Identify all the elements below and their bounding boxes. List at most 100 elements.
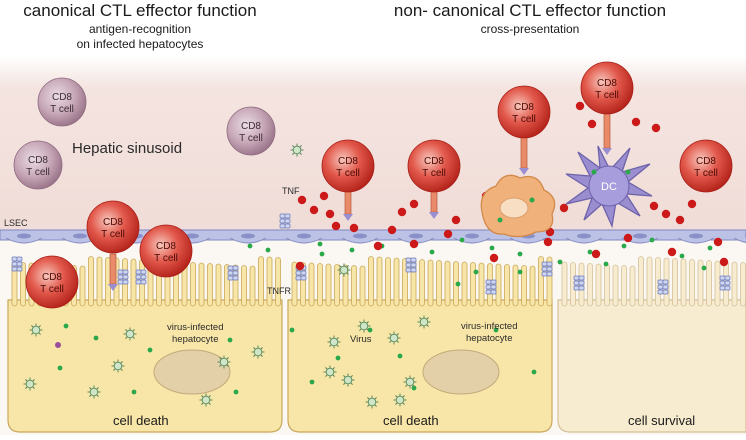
receptor-segment <box>541 266 548 272</box>
microvillus <box>20 262 26 307</box>
tcell-label-line2: T cell <box>154 253 178 264</box>
receptor-segment <box>295 270 302 276</box>
tcell-label-line1: CD8 <box>42 272 62 283</box>
tcell-label-line1: CD8 <box>514 102 534 113</box>
receptor-segment <box>117 269 124 275</box>
green-particle <box>603 261 609 267</box>
tcell-synapse <box>430 189 438 213</box>
tnf-dot <box>443 229 453 239</box>
tcell-body <box>497 85 551 139</box>
microvillus <box>334 264 340 307</box>
microvillus <box>521 265 527 307</box>
tnf-dot <box>349 223 359 233</box>
receptor-segment <box>578 280 585 286</box>
tcell-label-line1: CD8 <box>28 155 48 166</box>
lsec-nucleus <box>633 233 647 239</box>
receptor-segment <box>300 270 307 276</box>
sinusoid-label: Hepatic sinusoid <box>72 140 182 157</box>
microvillus <box>638 256 644 307</box>
tnf-label: TNF <box>282 186 300 196</box>
lsec-nucleus <box>409 233 423 239</box>
lsec-cell <box>341 237 379 244</box>
virus-particle <box>29 323 43 337</box>
virus-particle <box>393 393 407 407</box>
green-particle <box>429 249 435 255</box>
microvillus <box>714 260 721 307</box>
left-header-sub2: on infected hepatocytes <box>76 37 204 51</box>
receptor-segment <box>135 269 142 275</box>
tnf-dot <box>543 237 553 247</box>
tcell-body <box>86 200 140 254</box>
receptor-segment <box>719 280 726 286</box>
tcell-label-line2: T cell <box>101 229 125 240</box>
microvillus <box>368 256 374 307</box>
microvillus <box>266 256 273 307</box>
nucleus <box>422 349 500 395</box>
microvillus <box>587 263 593 307</box>
virus-particle <box>341 373 355 387</box>
receptor-segment <box>541 271 548 277</box>
microvillus <box>241 265 247 307</box>
virus-particle <box>251 345 265 359</box>
tnfr-label: TNFR <box>267 286 291 296</box>
tnf-dot <box>451 215 461 225</box>
receptor-segment <box>405 267 412 273</box>
microvillus <box>629 265 636 307</box>
tnf-dot <box>587 119 597 129</box>
receptor-segment <box>117 274 124 280</box>
tcell-label-line2: T cell <box>26 167 50 178</box>
outcome-right: cell survival <box>628 413 696 428</box>
receptor-segment <box>573 275 580 281</box>
receptor-segment <box>405 262 412 268</box>
green-particle <box>489 245 495 251</box>
macrophage <box>480 174 556 238</box>
tnf-dot <box>387 225 397 235</box>
microvillus <box>697 259 704 307</box>
tnf-dot <box>661 209 671 219</box>
receptor-segment <box>227 265 234 271</box>
microvillus <box>258 256 264 307</box>
tnf-dot <box>667 247 677 257</box>
virus-particle <box>417 315 431 329</box>
microvillus <box>207 263 213 307</box>
receptor-segment <box>227 275 234 281</box>
tcell-body <box>580 61 634 115</box>
receptor-segment <box>662 289 669 295</box>
microvillus <box>740 262 746 307</box>
virus-particle <box>111 359 125 373</box>
microvillus <box>275 257 281 307</box>
right-header-sub: cross-presentation <box>480 22 580 36</box>
green-particle <box>649 237 655 243</box>
tcell-synapse-tip <box>602 148 612 155</box>
receptor-segment <box>485 289 492 295</box>
microvillus <box>190 262 196 307</box>
tcell-body <box>37 77 87 127</box>
left-header-sub1: antigen-recognition <box>88 22 192 36</box>
receptor-segment <box>140 274 147 280</box>
tcell-label-line2: T cell <box>422 168 446 179</box>
microvillus <box>325 263 332 307</box>
outcome-left: cell death <box>113 413 169 428</box>
tnf-dot <box>675 215 685 225</box>
receptor-segment <box>573 285 580 291</box>
receptor-segment <box>546 261 553 267</box>
microvillus <box>504 264 510 307</box>
microvillus <box>79 265 86 307</box>
tcell-synapse <box>109 253 117 285</box>
green-particle <box>397 353 403 359</box>
lsec-cell <box>285 237 323 244</box>
virus-particle <box>357 319 371 333</box>
virus-particle <box>23 377 37 391</box>
outcome-middle: cell death <box>383 413 439 428</box>
receptor-segment <box>546 266 553 272</box>
virus-particle <box>123 327 137 341</box>
tcell-body <box>13 140 63 190</box>
receptor-segment <box>410 267 417 273</box>
green-particle <box>247 243 253 249</box>
tcell-label-line1: CD8 <box>156 241 176 252</box>
receptor-segment <box>657 284 664 290</box>
receptor-segment <box>232 270 239 276</box>
